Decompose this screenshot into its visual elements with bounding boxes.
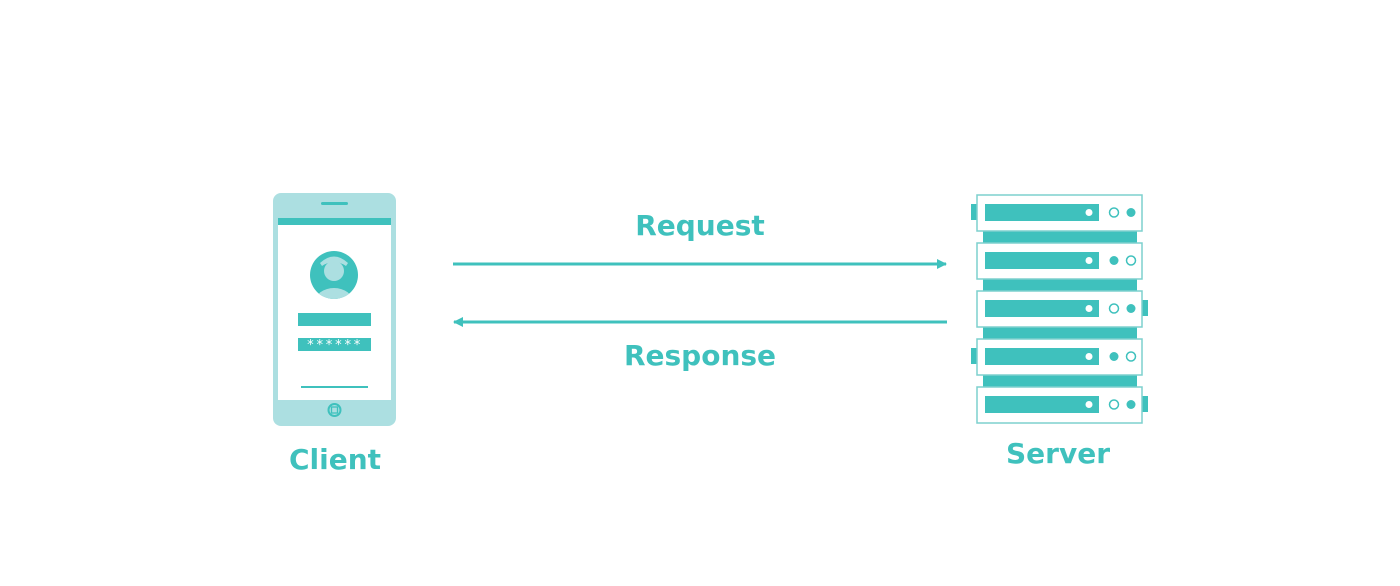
- username-field: [298, 313, 371, 326]
- phone-icon: ******: [273, 193, 396, 426]
- request-label: Request: [635, 209, 765, 242]
- response-label: Response: [623, 339, 777, 372]
- server-rack-icon: [971, 194, 1148, 424]
- home-button-icon: [327, 403, 342, 417]
- server-unit: [976, 242, 1143, 280]
- password-field: [298, 338, 371, 351]
- login-button-line: [301, 386, 368, 388]
- client-label: Client: [288, 443, 382, 476]
- server-unit: [971, 194, 1143, 232]
- server-label: Server: [1005, 437, 1111, 470]
- server-unit: [976, 386, 1148, 424]
- server-unit: [976, 290, 1148, 328]
- password-mask: ******: [307, 338, 363, 353]
- avatar-icon: [310, 251, 358, 299]
- server-unit: [971, 338, 1143, 376]
